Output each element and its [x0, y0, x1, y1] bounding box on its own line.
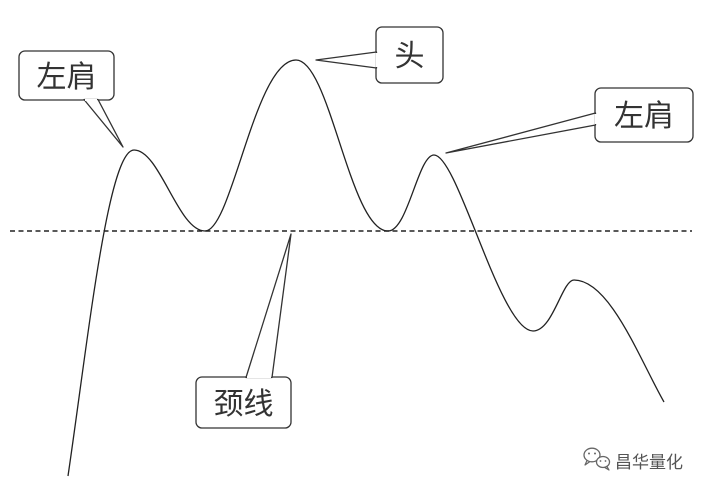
callout-head: 头 — [315, 26, 444, 84]
callout-left-shoulder: 左肩 — [18, 50, 124, 148]
watermark-text: 昌华量化 — [615, 453, 683, 473]
right-shoulder-label: 左肩 — [614, 99, 674, 134]
neckline-label: 颈线 — [214, 387, 274, 422]
left-shoulder-label: 左肩 — [37, 60, 97, 95]
callout-right-shoulder: 左肩 — [445, 87, 694, 154]
watermark: 昌华量化 — [583, 447, 683, 473]
head-label: 头 — [395, 39, 425, 74]
wechat-icon — [583, 447, 611, 471]
price-curve — [67, 59, 665, 477]
callout-neckline: 颈线 — [195, 233, 292, 429]
